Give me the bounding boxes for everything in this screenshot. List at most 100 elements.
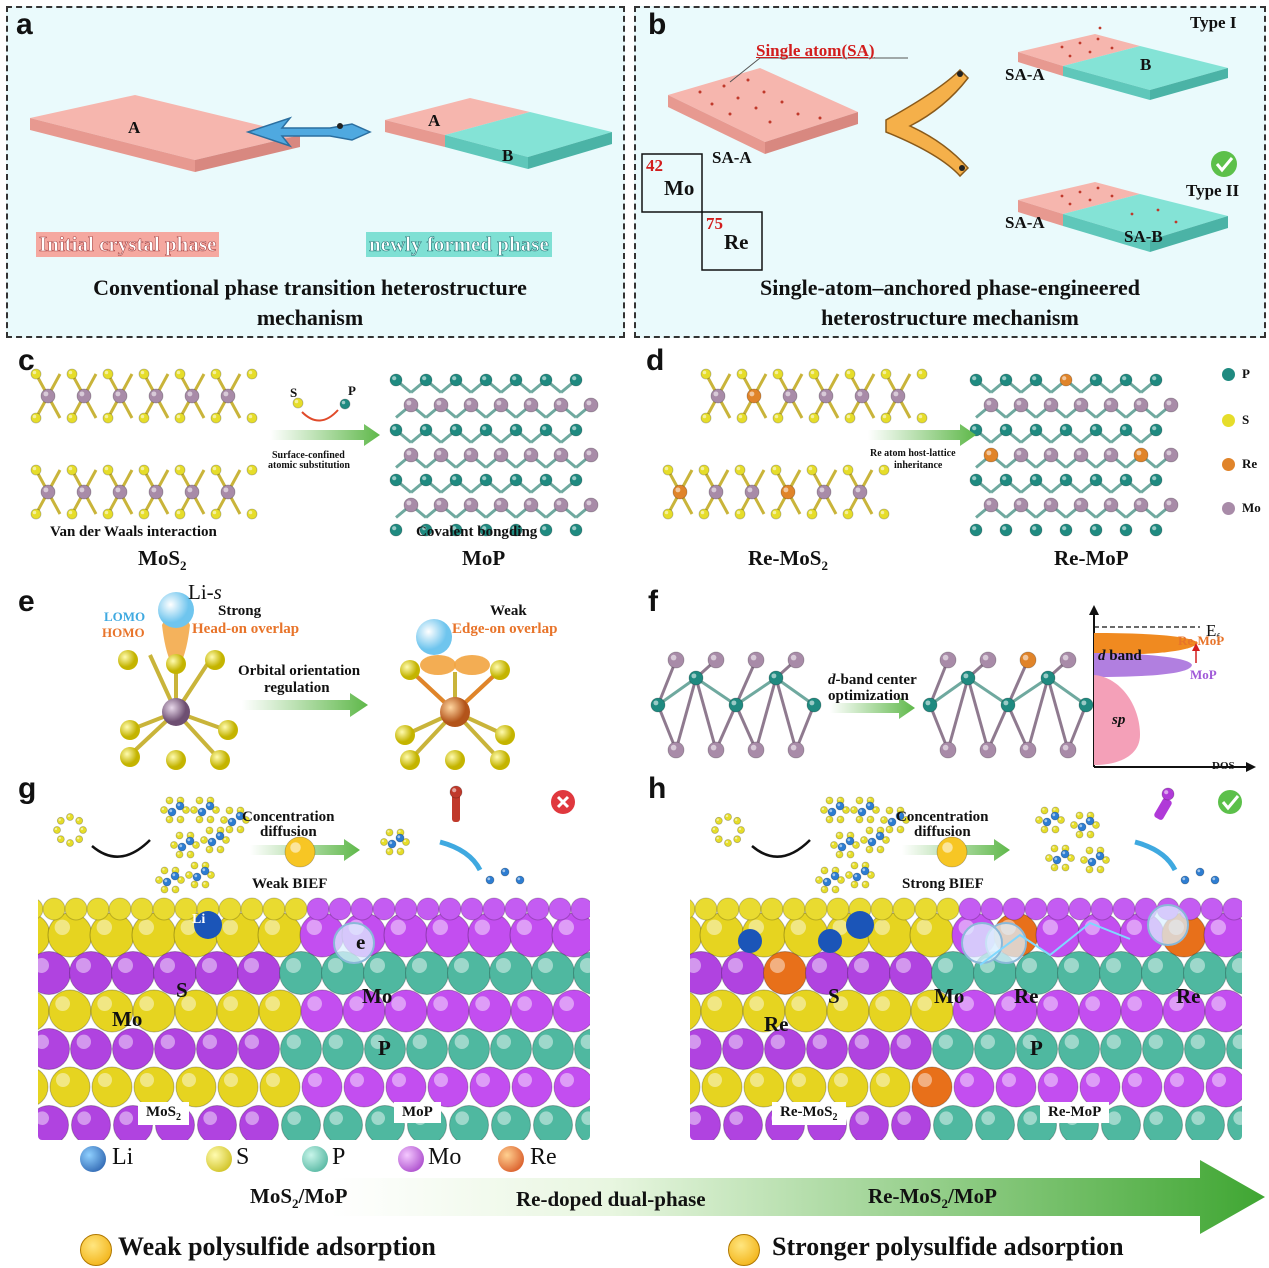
arrow-right-label: Re-MoS2/MoP: [868, 1184, 997, 1212]
s-atom: [225, 806, 234, 815]
covalent-label: Covalent bongding: [416, 524, 538, 540]
li-atom: [162, 877, 172, 887]
s-atom: [216, 845, 225, 854]
mo-atom: [1019, 741, 1037, 759]
mo-atom: [852, 484, 868, 500]
p-atom: [688, 670, 704, 686]
s-atom: [724, 839, 732, 847]
s-atom: [736, 368, 748, 380]
li-atom: [1095, 851, 1105, 861]
s-atom: [185, 871, 193, 879]
p-atom: [1059, 473, 1073, 487]
type2-sa-b: SA-B: [1124, 227, 1163, 246]
legend-mo-dot: [398, 1146, 424, 1172]
legend-mo: Mo: [1242, 500, 1261, 515]
d-arrow-l2: inheritance: [894, 460, 943, 471]
mo-atom: [1043, 497, 1059, 513]
initial-phase-label: Initial crystal phase: [36, 232, 220, 257]
li-atom: [822, 877, 832, 887]
h-remop-tag: Re-MoP: [1040, 1102, 1110, 1123]
s-atom: [865, 845, 874, 854]
c-s-label: S: [290, 385, 298, 400]
li-atom: [1077, 822, 1087, 832]
mo-element: Mo: [664, 176, 695, 200]
li-atom: [1085, 816, 1095, 826]
re-atom: [746, 388, 762, 404]
s-atom: [850, 806, 858, 814]
p-atom: [1149, 523, 1163, 537]
s-atom: [734, 464, 746, 476]
mo-atom: [854, 388, 870, 404]
mo-atom: [747, 651, 765, 669]
p-atom: [969, 373, 983, 387]
dos-plot: [1089, 605, 1256, 772]
s-atom: [385, 828, 394, 837]
panel-a-slabs: [30, 95, 612, 172]
g-conc-l2: diffusion: [260, 824, 317, 840]
weak-emoji-icon: [80, 1234, 112, 1266]
type-1-label: Type I: [1190, 13, 1237, 32]
single-atom-label: Single atom(SA): [756, 41, 875, 60]
s-atom: [1096, 865, 1105, 874]
legend-re-bottom: Re: [530, 1144, 557, 1170]
panel-label-a: a: [16, 8, 33, 41]
f-arrow-l2: optimization: [828, 688, 909, 704]
p-atom: [1119, 523, 1133, 537]
s-atom: [737, 826, 745, 834]
s-atom: [700, 412, 712, 424]
s-atom: [825, 815, 834, 824]
mo-atom: [707, 741, 725, 759]
arrow-mid-label: Re-doped dual-phase: [516, 1187, 706, 1211]
mo-atom: [1073, 497, 1089, 513]
mo-atom: [1103, 447, 1119, 463]
s-atom: [155, 876, 163, 884]
li-atom: [197, 807, 207, 817]
h-surface: [690, 895, 1242, 1140]
g-surface: [38, 895, 590, 1140]
h-re-atom-1: Re: [764, 1012, 789, 1036]
s-atom: [820, 806, 828, 814]
h-s-atom: S: [828, 984, 840, 1008]
p-atom: [806, 697, 822, 713]
panel-label-h: h: [648, 772, 667, 805]
e-arrow-l1: Orbital orientation: [238, 663, 361, 679]
c-arrow-l2: atomic substitution: [268, 460, 350, 471]
s-atom: [201, 880, 210, 889]
s-atom: [714, 835, 723, 844]
p-atom: [1149, 373, 1163, 387]
p-atom: [1119, 473, 1133, 487]
s-atom: [1045, 854, 1053, 862]
li-atom: [170, 871, 180, 881]
s-atom: [880, 816, 888, 824]
li-atom: [227, 817, 237, 827]
s-atom: [225, 825, 234, 834]
li-atom: [177, 842, 187, 852]
panel-b-caption-2: heterostructure mechanism: [821, 305, 1079, 330]
li-atom: [1180, 875, 1190, 885]
s-atom: [190, 861, 199, 870]
p-atom: [969, 523, 983, 537]
legend-p-dot: [302, 1146, 328, 1172]
p-atom: [1119, 373, 1133, 387]
s-atom: [733, 816, 742, 825]
mo-atom: [979, 741, 997, 759]
mo-atom: [1133, 397, 1149, 413]
s-atom: [186, 850, 195, 859]
type1-b: B: [1140, 55, 1152, 74]
mo-atom: [1073, 447, 1089, 463]
weak-adsorption-label: Weak polysulfide adsorption: [118, 1232, 436, 1261]
s-atom: [808, 412, 820, 424]
li-atom: [867, 837, 877, 847]
s-atom: [844, 368, 856, 380]
p-atom: [1029, 423, 1043, 437]
legend-li: Li: [112, 1144, 134, 1170]
p-atom: [960, 670, 976, 686]
li-atom: [860, 866, 870, 876]
mo-atom: [1043, 397, 1059, 413]
legend-re: Re: [1242, 456, 1258, 471]
g-li-atom: Li: [192, 912, 206, 927]
d-legend: P S Re Mo: [1222, 366, 1268, 528]
s-atom: [1085, 846, 1094, 855]
dband-label: d band: [1098, 648, 1142, 664]
mo-atom: [939, 741, 957, 759]
